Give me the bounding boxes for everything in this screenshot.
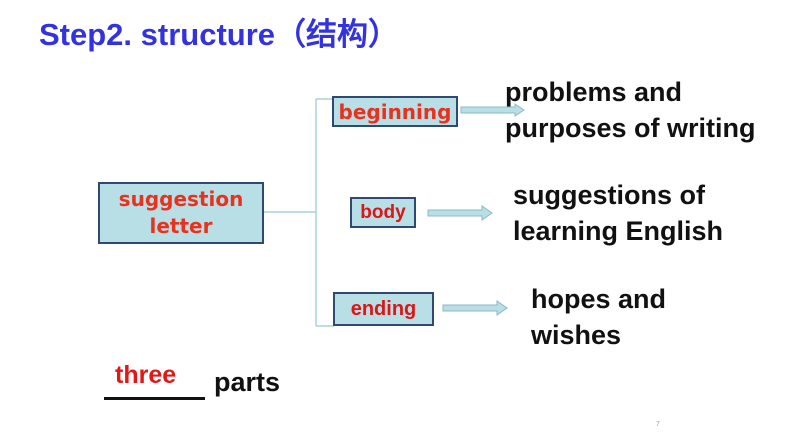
part-label: body (360, 201, 406, 223)
part-node-beginning: beginning (332, 96, 458, 127)
description-line2: purposes of writing (505, 113, 756, 143)
blank-underline (104, 397, 205, 400)
blank-answer: three (115, 361, 177, 389)
page-number: 7 (656, 421, 660, 428)
description-ending: hopes and wishes (531, 281, 666, 353)
description-line2: learning English (513, 216, 724, 246)
part-label: beginning (338, 99, 452, 124)
arrow-icon-beginning (460, 103, 525, 117)
slide-title: Step2. structure（结构） (39, 17, 400, 52)
part-node-body: body (350, 197, 416, 228)
main-node-line1: suggestion (118, 187, 244, 211)
summary-suffix: parts (214, 367, 281, 397)
main-node-suggestion-letter: suggestion letter (98, 182, 264, 244)
description-body: suggestions of learning English (513, 177, 723, 249)
main-node-line2: letter (149, 214, 213, 238)
description-beginning: problems and purposes of writing (505, 74, 756, 146)
description-line2: wishes (531, 320, 622, 350)
part-node-ending: ending (333, 292, 434, 326)
description-line1: problems and (505, 77, 683, 107)
arrow-icon-ending (442, 300, 508, 316)
description-line1: hopes and (531, 284, 667, 314)
arrow-icon-body (427, 205, 493, 221)
part-label: ending (350, 297, 417, 320)
description-line1: suggestions of (513, 180, 706, 210)
